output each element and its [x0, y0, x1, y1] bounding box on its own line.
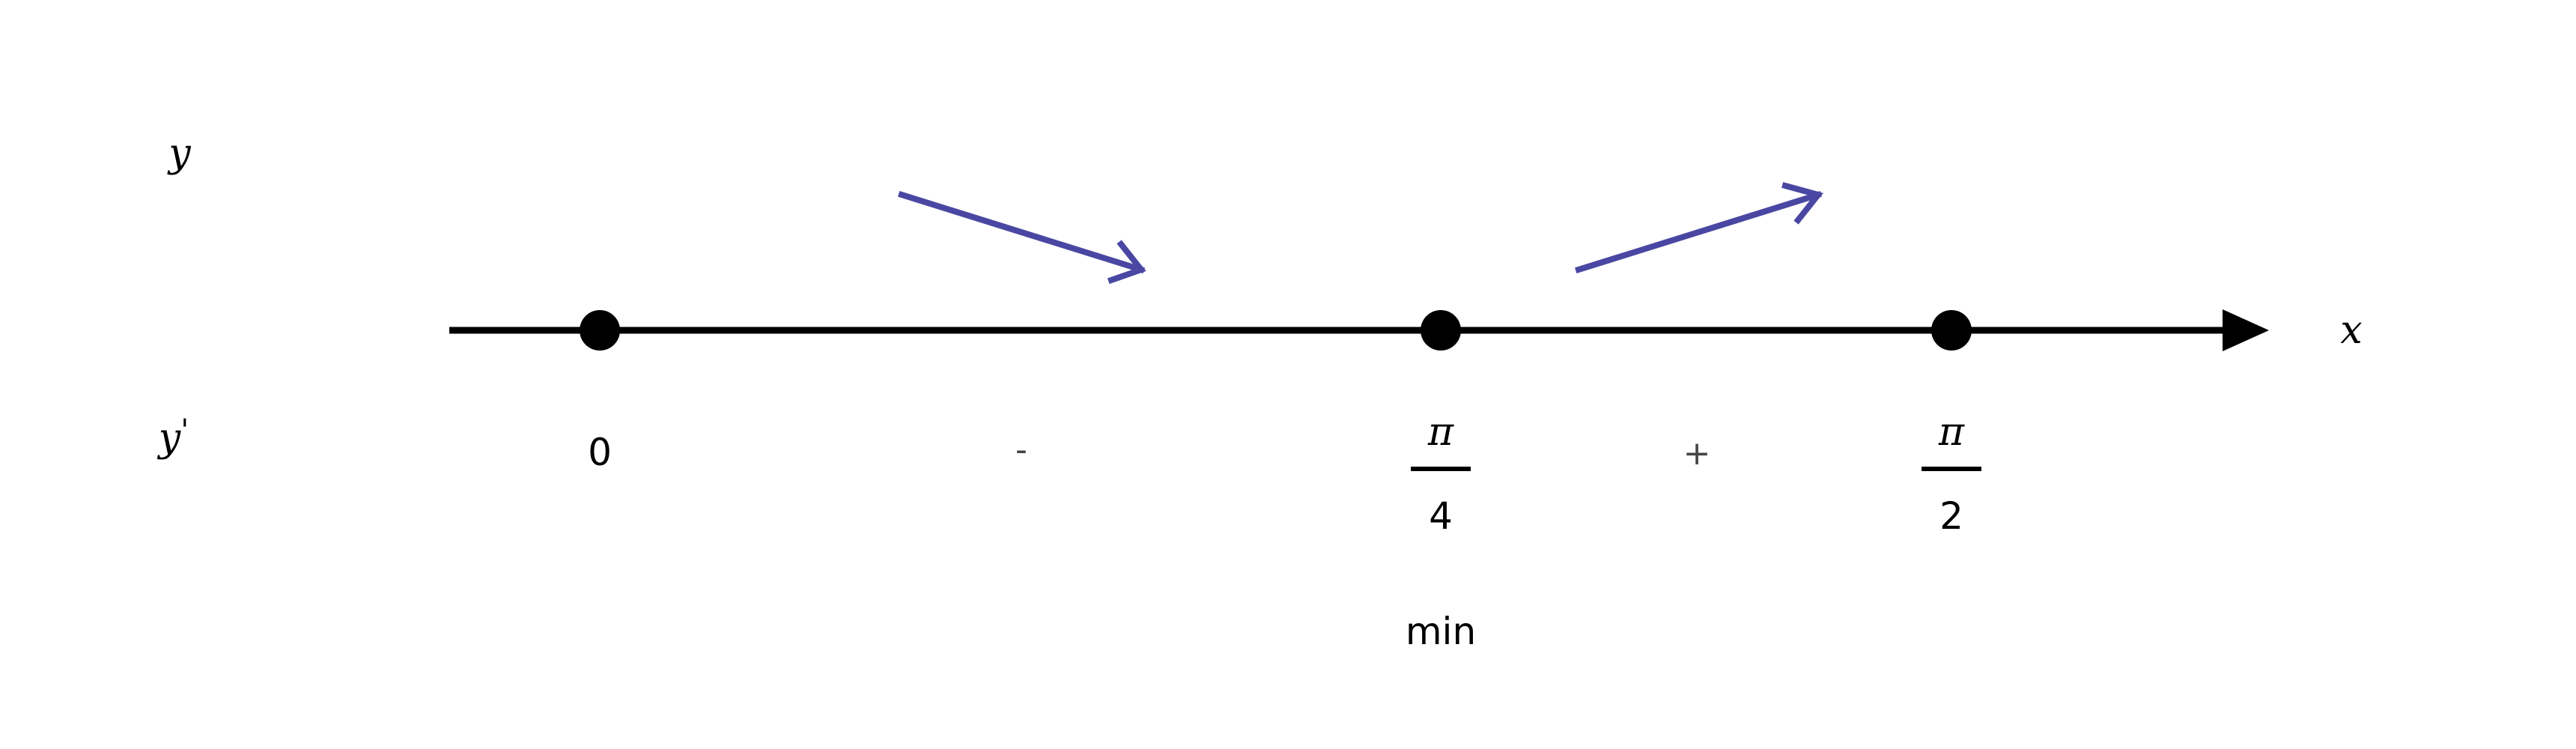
derivative-row-label-prime: ' — [180, 413, 189, 448]
fraction-denominator: 4 — [1429, 494, 1453, 538]
point-marker-pi-over-4 — [1421, 310, 1461, 351]
sign-interval-2: + — [1683, 434, 1711, 473]
point-marker-pi-over-2 — [1931, 310, 1972, 351]
axis-label: x — [2340, 308, 2362, 353]
increasing-arrow — [1574, 182, 1823, 274]
extremum-label: min — [1406, 610, 1476, 653]
decreasing-arrow — [897, 190, 1146, 285]
axis-arrowhead — [2223, 309, 2269, 351]
point-label-pi-over-2: π 2 — [1922, 410, 1981, 538]
point-marker-0 — [580, 310, 620, 351]
sign-interval-1: - — [1015, 431, 1027, 469]
fraction-denominator: 2 — [1939, 494, 1963, 538]
point-label-0: 0 — [588, 431, 612, 474]
derivative-row-label-y: y — [157, 416, 181, 461]
fraction-numerator: π — [1427, 410, 1454, 455]
point-label-pi-over-4: π 4 — [1411, 410, 1471, 538]
fraction-numerator: π — [1938, 410, 1965, 455]
derivative-row-label: y' — [157, 413, 189, 461]
function-row-label: y — [167, 131, 191, 176]
